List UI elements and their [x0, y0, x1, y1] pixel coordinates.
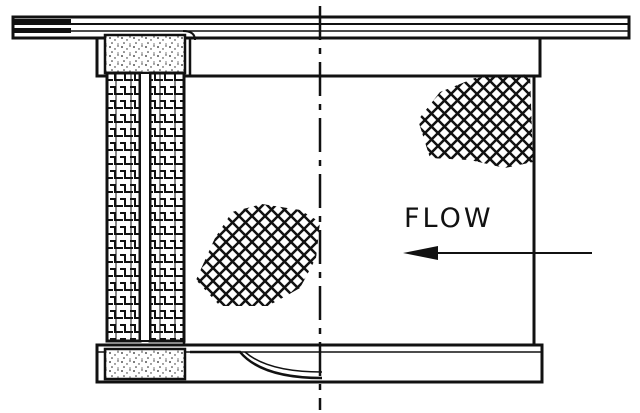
mesh-strand	[491, 74, 533, 168]
mesh-strand	[622, 70, 640, 170]
mesh-strand	[570, 70, 640, 170]
mesh-strand	[418, 74, 424, 168]
mesh-strand	[418, 74, 463, 168]
mesh-strand	[530, 74, 533, 168]
mesh-strand	[452, 74, 533, 168]
flow-arrow-icon	[403, 246, 592, 260]
mesh-strand	[418, 74, 437, 168]
mesh-strand	[583, 70, 640, 170]
mesh-strand	[196, 204, 230, 306]
mesh-strand	[583, 70, 640, 170]
mesh-strand	[274, 204, 320, 306]
mesh-strand	[248, 204, 320, 306]
top-gasket	[103, 33, 187, 75]
mesh-strand	[196, 204, 308, 306]
mesh-strand	[209, 204, 320, 306]
cartridge-body	[182, 76, 536, 345]
mesh-strand	[544, 70, 640, 170]
mesh-strand	[196, 204, 243, 306]
bottom-gasket	[103, 347, 187, 381]
mesh-strand	[300, 204, 320, 306]
mesh-strand	[622, 70, 640, 170]
mesh-strand	[418, 74, 450, 168]
mesh-strand	[235, 204, 320, 306]
mesh-strand	[196, 204, 269, 306]
mesh-strand	[310, 70, 410, 170]
flow-label: FLOW	[404, 203, 494, 234]
media-core-gap	[139, 72, 151, 342]
mesh-strand	[530, 74, 533, 168]
mesh-strand	[635, 70, 640, 170]
mesh-strand	[609, 70, 640, 170]
mesh-strand	[196, 204, 282, 306]
mesh-strand	[478, 74, 533, 168]
mesh-strand	[504, 74, 533, 168]
mesh-strand	[300, 204, 320, 306]
upper-end-cap	[95, 30, 542, 78]
mesh-strand	[418, 74, 424, 168]
pleated-media-outer	[105, 71, 142, 343]
mesh-strand	[504, 74, 533, 168]
mesh-strand	[557, 70, 640, 170]
mesh-strand	[274, 204, 320, 306]
mesh-strand	[596, 70, 640, 170]
mesh-strand	[544, 70, 640, 170]
mesh-strand	[465, 74, 533, 168]
mesh-strand	[418, 74, 437, 168]
mesh-strand	[635, 70, 640, 170]
mesh-strand	[310, 70, 410, 170]
mesh-screen-right	[310, 70, 640, 170]
mesh-strand	[557, 70, 640, 170]
mesh-strand	[609, 70, 640, 170]
mesh-strand	[570, 70, 640, 170]
mesh-strand	[596, 70, 640, 170]
mesh-strand	[491, 74, 533, 168]
mesh-strand	[287, 204, 320, 306]
pleated-media-inner	[148, 71, 186, 343]
